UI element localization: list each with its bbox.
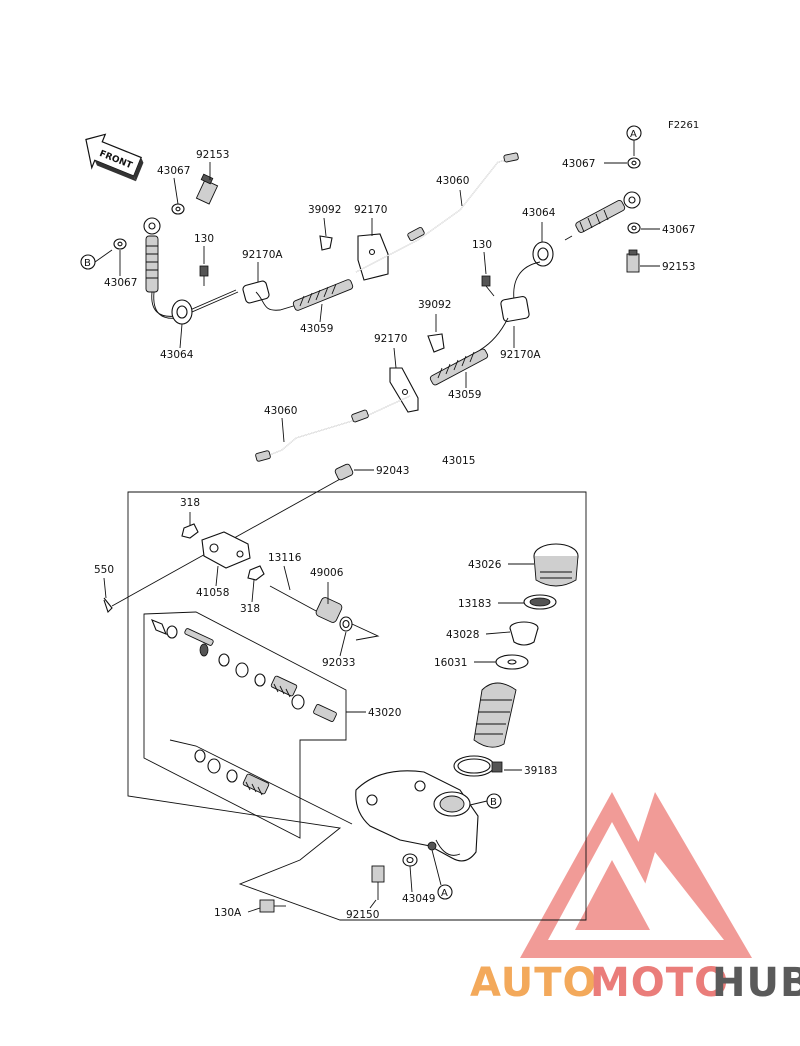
master-cylinder-frame <box>127 491 587 921</box>
label-43067-left: 43067 <box>104 277 137 289</box>
label-43060-middle: 43060 <box>264 405 297 417</box>
label-43059-top: 43059 <box>300 323 333 335</box>
hose-assembly-left <box>113 152 519 325</box>
label-39092-top: 39092 <box>308 204 341 216</box>
label-43059-middle: 43059 <box>448 389 481 401</box>
label-92153-top-left: 92153 <box>196 149 229 161</box>
hose-assembly-right <box>255 157 641 462</box>
label-43026: 43026 <box>468 559 502 571</box>
label-550: 550 <box>94 564 114 576</box>
ref-marker-b-left: B <box>80 249 113 270</box>
label-13183: 13183 <box>458 598 491 610</box>
label-16031: 16031 <box>434 657 467 669</box>
watermark-moto: MOTO <box>590 960 729 1006</box>
reservoir-assembly <box>453 543 579 777</box>
label-43064-right: 43064 <box>522 207 556 219</box>
label-92043: 92043 <box>376 465 409 477</box>
label-318-bottom: 318 <box>240 603 260 615</box>
svg-text:A: A <box>630 129 637 140</box>
label-49006: 49006 <box>310 567 344 579</box>
svg-text:B: B <box>84 258 91 269</box>
label-130-left: 130 <box>194 233 214 245</box>
label-92150: 92150 <box>346 909 379 921</box>
label-43067-right: 43067 <box>662 224 695 236</box>
piston-kit <box>143 611 353 839</box>
label-43015: 43015 <box>442 455 475 467</box>
label-39183: 39183 <box>524 765 557 777</box>
label-92033: 92033 <box>322 657 355 669</box>
label-39092-middle: 39092 <box>418 299 451 311</box>
label-130-right: 130 <box>472 239 492 251</box>
pushrod-assembly <box>103 463 380 641</box>
label-43028: 43028 <box>446 629 479 641</box>
front-arrow-icon: FRONT <box>85 133 144 182</box>
label-92170A-right: 92170A <box>500 349 541 361</box>
label-318-top: 318 <box>180 497 200 509</box>
watermark-auto: AUTO <box>470 960 598 1006</box>
ref-marker-b-body: B <box>469 793 502 809</box>
label-13116: 13116 <box>268 552 302 564</box>
label-43020: 43020 <box>368 707 401 719</box>
watermark-text: AUTO MOTO HUB <box>470 960 800 1006</box>
label-43067-top-left: 43067 <box>157 165 190 177</box>
watermark-hub: HUB <box>712 960 800 1006</box>
label-130A: 130A <box>214 907 242 919</box>
callout-labels: 92153 43067 43067 130 92170A 43064 39092… <box>94 149 695 921</box>
label-92170-top: 92170 <box>354 204 387 216</box>
label-41058: 41058 <box>196 587 229 599</box>
watermark-logo <box>520 792 752 958</box>
label-43064-left: 43064 <box>160 349 194 361</box>
label-43067-top-right: 43067 <box>562 158 595 170</box>
label-43060-top: 43060 <box>436 175 469 187</box>
label-92153-right: 92153 <box>662 261 695 273</box>
figure-code: F2261 <box>668 120 699 131</box>
label-92170-middle: 92170 <box>374 333 407 345</box>
svg-text:A: A <box>441 888 448 899</box>
label-92170A-left: 92170A <box>242 249 283 261</box>
ref-marker-a-top: A <box>626 125 642 156</box>
svg-text:B: B <box>490 797 497 808</box>
label-43049: 43049 <box>402 893 435 905</box>
master-cylinder-body <box>259 770 479 913</box>
ref-marker-a-body: A <box>431 849 453 900</box>
